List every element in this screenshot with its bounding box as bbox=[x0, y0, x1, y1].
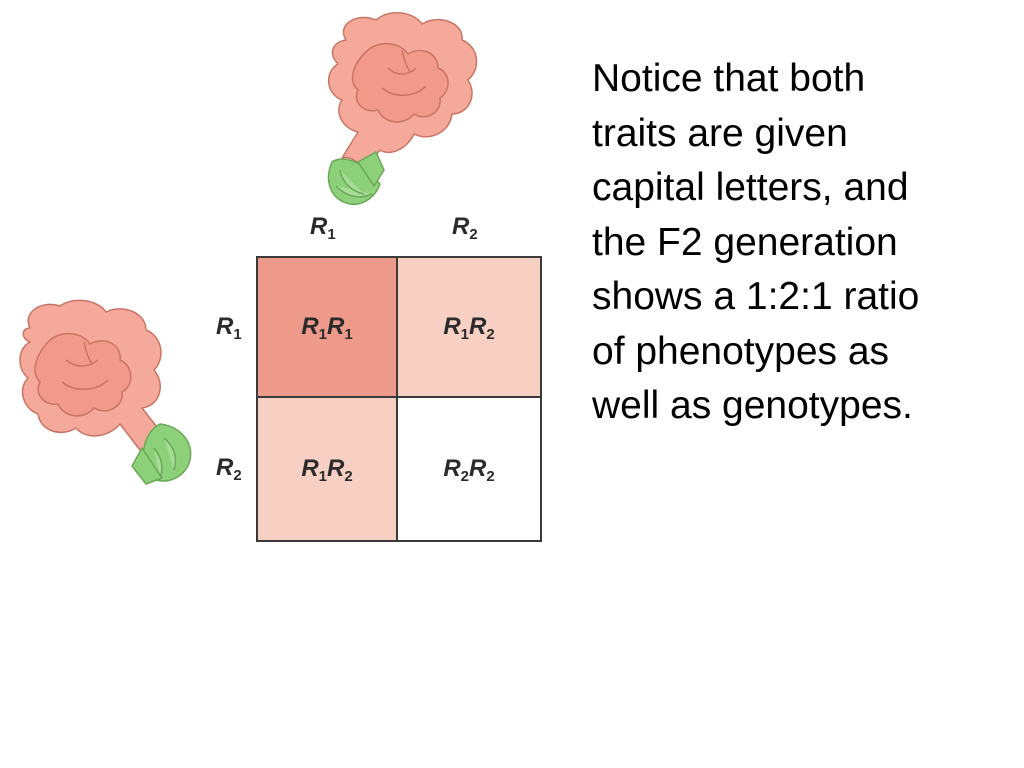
punnett-cell-r1-c1: R1R1 bbox=[256, 256, 398, 398]
notice-text: Notice that both traits are given capita… bbox=[592, 52, 1012, 434]
notice-line: the F2 generation bbox=[592, 220, 898, 264]
genotype-label: R1R2 bbox=[301, 455, 353, 485]
punnett-cell-r2-c2: R2R2 bbox=[398, 398, 542, 542]
notice-line: well as genotypes. bbox=[592, 384, 913, 427]
snapdragon-flower-left-icon bbox=[19, 299, 192, 485]
genotype-label: R2R2 bbox=[443, 455, 495, 485]
allele-letter: R bbox=[216, 454, 234, 481]
notice-line: of phenotypes as bbox=[592, 329, 890, 373]
column-allele-2: R2 bbox=[452, 213, 478, 243]
row-allele-1: R1 bbox=[216, 313, 242, 343]
allele-subscript: 2 bbox=[233, 467, 242, 484]
punnett-cell-r1-c2: R1R2 bbox=[398, 256, 542, 398]
notice-line: traits are given bbox=[592, 111, 848, 155]
snapdragon-flower-top-icon bbox=[327, 12, 478, 205]
row-allele-2: R2 bbox=[216, 454, 242, 484]
allele-subscript: 1 bbox=[327, 226, 336, 243]
column-allele-1: R1 bbox=[310, 213, 336, 243]
notice-line: capital letters, and bbox=[592, 166, 909, 209]
genotype-label: R1R1 bbox=[301, 313, 353, 343]
allele-letter: R bbox=[452, 213, 470, 240]
allele-letter: R bbox=[216, 313, 234, 340]
notice-line: shows a 1:2:1 ratio bbox=[592, 275, 920, 318]
punnett-square: R1R1 R1R2 R1R2 R2R2 bbox=[256, 256, 542, 542]
allele-letter: R bbox=[310, 213, 328, 240]
allele-subscript: 1 bbox=[233, 326, 242, 343]
genotype-label: R1R2 bbox=[443, 313, 495, 343]
punnett-cell-r2-c1: R1R2 bbox=[256, 398, 398, 542]
notice-line: Notice that both bbox=[592, 57, 866, 100]
allele-subscript: 2 bbox=[469, 226, 478, 243]
